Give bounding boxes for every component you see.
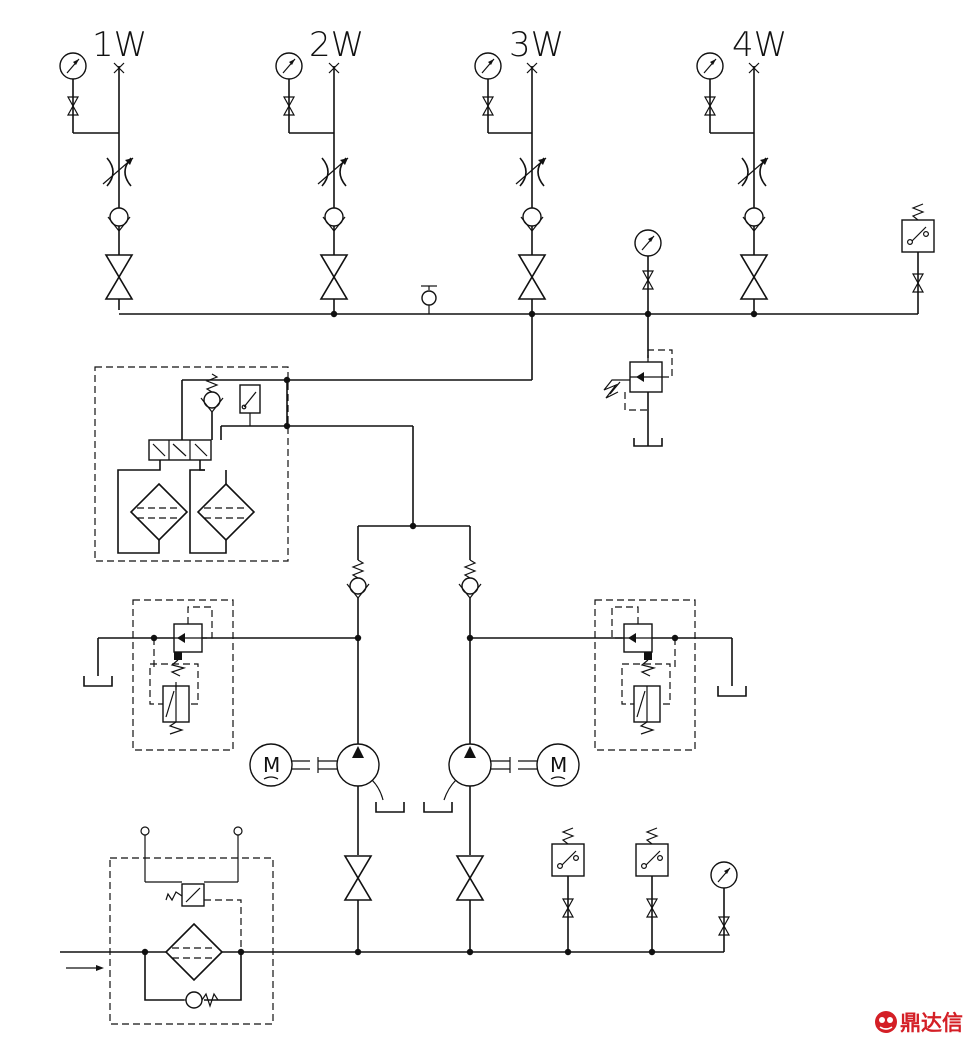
test-point-icon [421, 290, 437, 306]
motor-icon [249, 743, 293, 787]
motor-label: M [263, 753, 280, 777]
suction-filter-unit [109, 826, 274, 1025]
outlet-label-1w: 1W [92, 25, 147, 65]
duplex-filter-unit [94, 366, 532, 562]
left-relief-unit [83, 599, 358, 751]
throttle-valve-icon [102, 157, 134, 187]
motor-label: M [550, 753, 567, 777]
outlet-label-4w: 4W [732, 25, 787, 65]
right-pressure-switch [901, 203, 935, 314]
brand-watermark: 鼎达信 [875, 1011, 963, 1035]
branch-2w [275, 52, 349, 314]
branch-4w [696, 52, 769, 314]
pressure-gauge-icon [59, 52, 87, 80]
right-relief-unit [470, 599, 747, 751]
header-relief-group [603, 229, 673, 447]
branch-1w [59, 52, 134, 310]
spring-check-valve-icon [346, 559, 370, 599]
pump-motor-left: M [249, 743, 405, 952]
pump-output-lines [287, 425, 482, 745]
outlet-label-3w: 3W [509, 25, 564, 65]
main-header-line [119, 285, 918, 318]
pump-motor-right: M [423, 743, 580, 952]
watermark-text: 鼎达信 [900, 1011, 963, 1035]
suction-filter-icon [165, 923, 223, 981]
gate-valve-icon [105, 254, 133, 300]
suction-line [60, 827, 738, 971]
outlet-label-2w: 2W [309, 25, 364, 65]
pressure-switch-icon [901, 203, 935, 253]
branch-3w [474, 52, 547, 380]
